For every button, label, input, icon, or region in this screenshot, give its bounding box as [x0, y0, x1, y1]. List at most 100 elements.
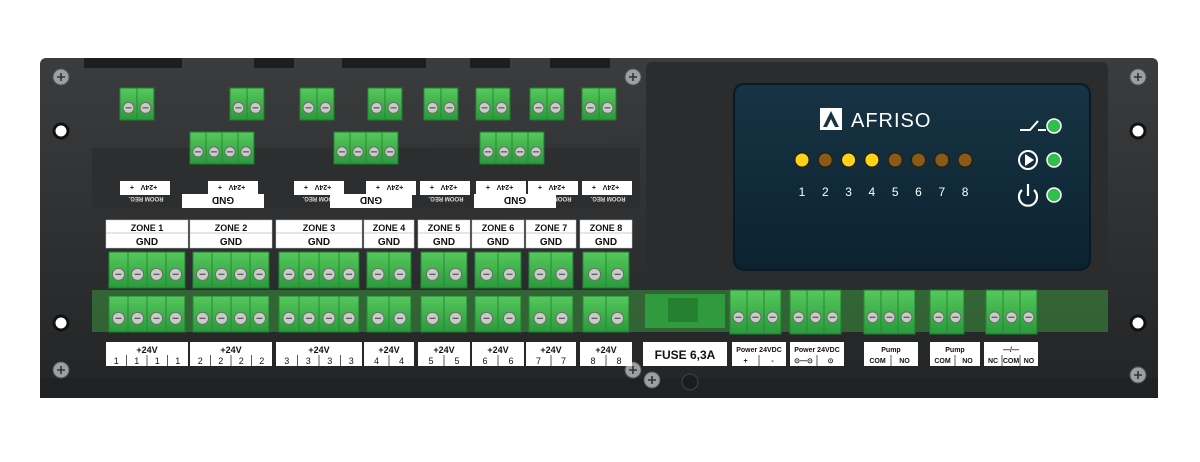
room-reg-label-bg	[294, 181, 344, 195]
zone-led	[864, 152, 880, 168]
bottom-24v: +24V	[378, 345, 399, 355]
zone-led-number: 5	[892, 185, 899, 199]
bottom-pin: 7	[561, 356, 566, 366]
bottom-pin: 1	[134, 356, 139, 366]
room-reg-plus: +	[376, 183, 380, 190]
zone-label-bg	[525, 219, 577, 249]
zone-led-number: 2	[822, 185, 829, 199]
gnd-group-bg	[182, 194, 264, 208]
room-reg-24v: +24V	[140, 183, 157, 190]
bottom-pin: 3	[306, 356, 311, 366]
zone-led	[817, 152, 833, 168]
pump-play-icon-triangle	[1025, 154, 1034, 166]
bottom-24v: +24V	[433, 345, 454, 355]
room-reg-plus: +	[592, 183, 596, 190]
room-reg-label-bg	[476, 181, 526, 195]
zone-led	[934, 152, 950, 168]
room-reg-24v: +24V	[228, 183, 245, 190]
fuse-label: FUSE 6,3A	[643, 294, 727, 366]
zone-led-number: 7	[938, 185, 945, 199]
status-led	[1046, 118, 1062, 134]
zone-terminal-upper	[474, 251, 522, 289]
zone-terminal-upper	[366, 251, 412, 289]
zone-led-number: 6	[915, 185, 922, 199]
output-title: —/—	[1003, 347, 1019, 354]
bottom-24v: +24V	[136, 345, 157, 355]
zone-gnd: GND	[136, 237, 158, 248]
zone-terminal-lower	[192, 295, 270, 333]
room-reg-text: ROOM REG.	[128, 195, 163, 201]
screw-cross	[629, 73, 637, 81]
top-terminal-2p	[423, 87, 459, 121]
zone-led	[794, 152, 810, 168]
zone-led	[887, 152, 903, 168]
output-terminal	[985, 289, 1038, 335]
room-reg-plus: +	[486, 183, 490, 190]
bottom-pin: 1	[155, 356, 160, 366]
room-reg-plus: +	[304, 183, 308, 190]
bottom-pin: 6	[508, 356, 513, 366]
mounting-screws	[52, 68, 1147, 391]
zone-terminal-lower	[366, 295, 412, 333]
fuse-text: FUSE 6,3A	[655, 348, 716, 362]
room-reg-plus: +	[218, 183, 222, 190]
room-reg-connectors	[119, 87, 617, 165]
zone-terminal-upper	[420, 251, 468, 289]
zone-label-bg	[275, 219, 363, 249]
zone-led	[911, 152, 926, 168]
zone-gnd: GND	[220, 237, 242, 248]
screw-cross	[648, 376, 656, 384]
room-reg-plus: +	[538, 183, 542, 190]
room-reg-24v: +24V	[496, 183, 513, 190]
zone-led	[841, 152, 857, 168]
output-pin: NC	[988, 358, 998, 365]
zone-led-number: 3	[845, 185, 852, 199]
output-title: Power 24VDC	[736, 347, 782, 354]
output-pin: NO	[962, 358, 973, 365]
zone-terminal-upper	[528, 251, 574, 289]
bottom-pin: 5	[454, 356, 459, 366]
room-reg-label-bg	[208, 181, 258, 195]
zone-title: ZONE 4	[373, 223, 406, 233]
zone-title: ZONE 6	[482, 223, 515, 233]
room-reg-24v: +24V	[602, 183, 619, 190]
top-terminal-2p	[475, 87, 511, 121]
zone-label-bg	[417, 219, 471, 249]
zone-led-number: 1	[799, 185, 806, 199]
top-terminal-4p	[479, 131, 545, 165]
screw-cross	[57, 366, 65, 374]
brand-name: AFRISO	[851, 110, 931, 132]
bottom-24v: +24V	[540, 345, 561, 355]
top-terminal-2p	[119, 87, 155, 121]
bottom-24v: +24V	[308, 345, 329, 355]
room-reg-label-bg	[366, 181, 416, 195]
relay-switch-icon	[1020, 120, 1046, 131]
status-led	[1046, 152, 1062, 168]
room-reg-24v: +24V	[314, 183, 331, 190]
bottom-24v: +24V	[595, 345, 616, 355]
output-title: Pump	[881, 347, 900, 354]
zone-led-number: 4	[869, 185, 876, 199]
zone-terminal-lower	[420, 295, 468, 333]
output-pin: ⊙—⊙	[794, 358, 813, 365]
bottom-pin: 3	[349, 356, 354, 366]
zone-title: ZONE 5	[428, 223, 461, 233]
zone-gnd: GND	[433, 237, 455, 248]
zone-label-bg	[189, 219, 273, 249]
output-title: Power 24VDC	[794, 347, 840, 354]
bottom-24v: +24V	[220, 345, 241, 355]
gnd-group-text: GND	[504, 194, 526, 205]
output-terminal	[929, 289, 965, 335]
bottom-pin: 5	[428, 356, 433, 366]
bottom-pin: 6	[482, 356, 487, 366]
output-pin: COM	[1003, 358, 1020, 365]
